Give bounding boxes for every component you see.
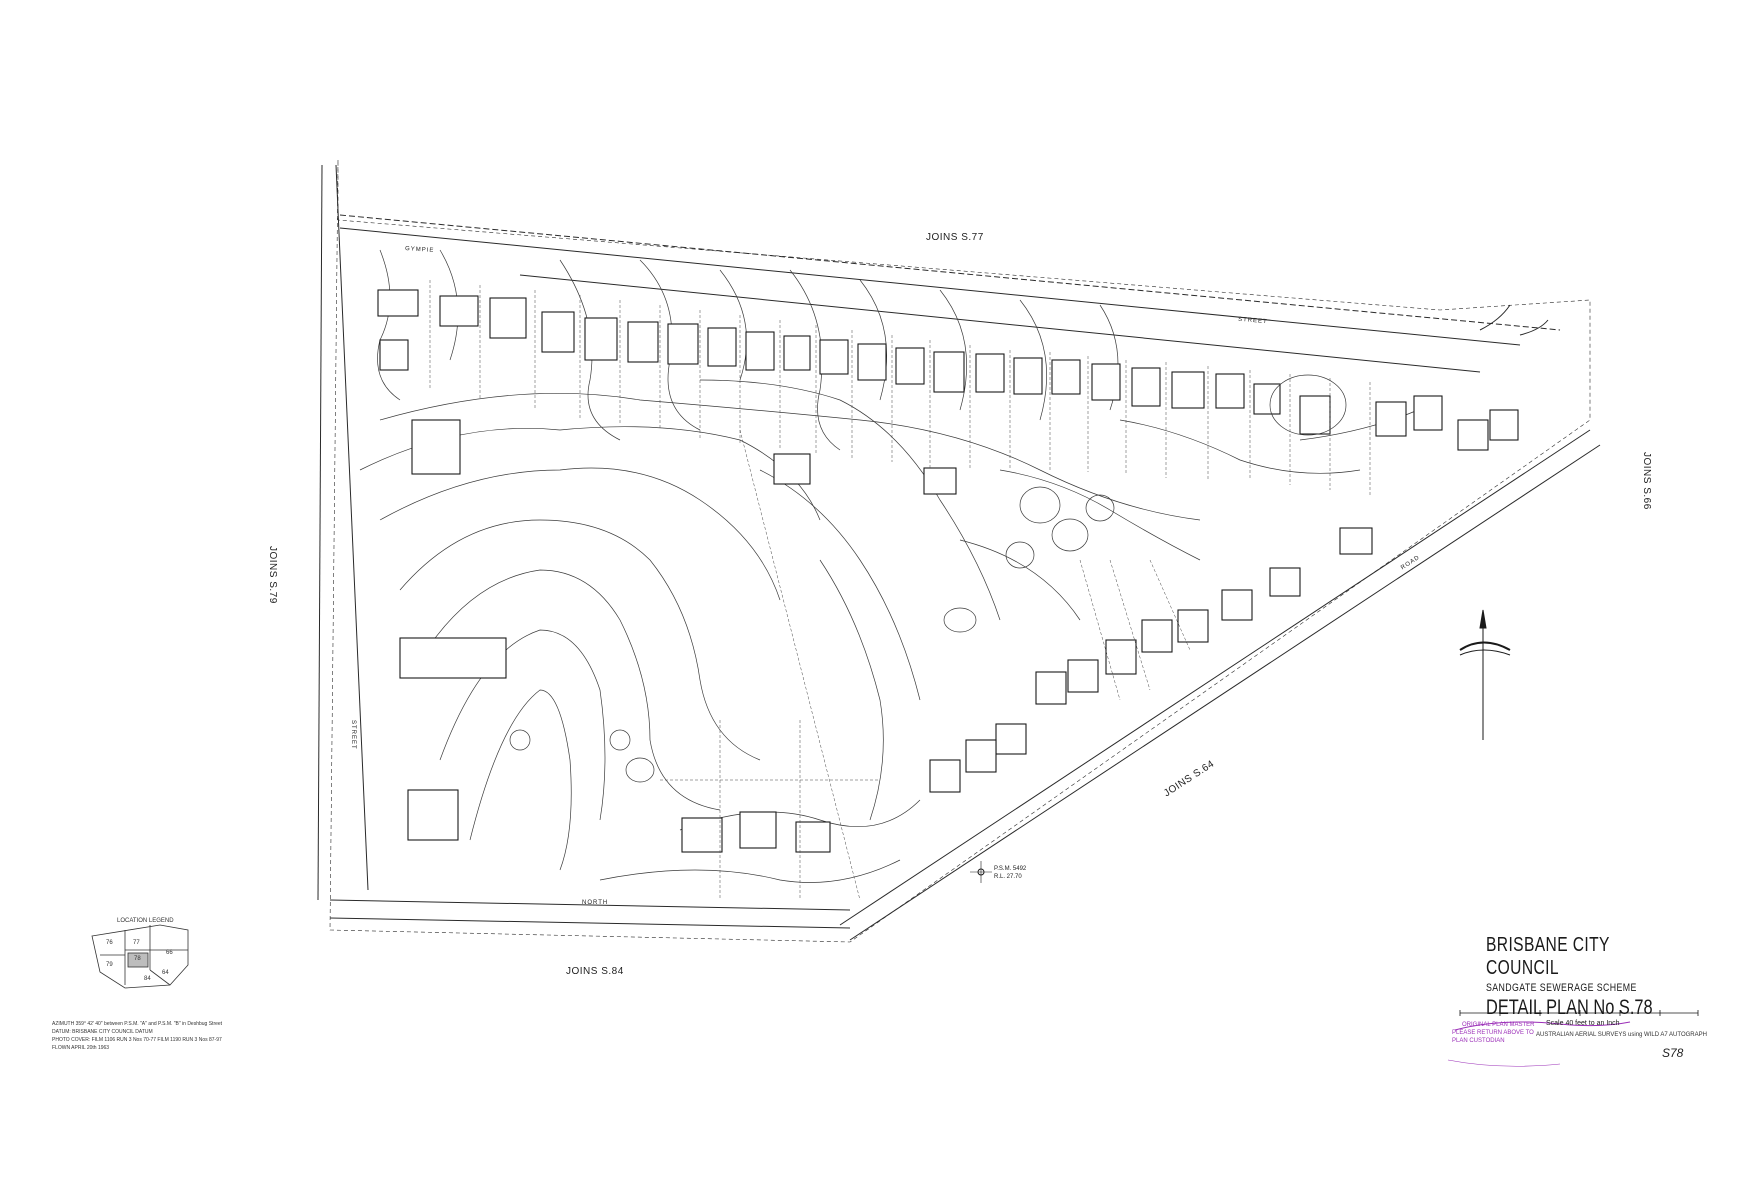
benchmark-id: P.S.M. 5492	[994, 866, 1027, 872]
joins-north-label: JOINS S.77	[926, 232, 984, 243]
note-datum: DATUM: BRISBANE CITY COUNCIL DATUM	[52, 1029, 153, 1035]
joins-south-label: JOINS S.84	[566, 966, 624, 977]
stamp-line-2: PLEASE RETURN ABOVE TO	[1452, 1030, 1534, 1036]
joins-east-label: JOINS S.66	[1641, 452, 1652, 510]
houses-north-row	[377, 289, 1519, 475]
scale-bar	[1459, 1010, 1699, 1016]
scheme-title: SANDGATE SEWERAGE SCHEME	[1486, 982, 1637, 994]
north-arrow-icon	[1459, 609, 1511, 740]
location-legend-map	[91, 924, 189, 989]
site-boundary	[317, 159, 1601, 943]
legend-cell-84: 84	[144, 976, 151, 982]
north-road-label: NORTH	[582, 900, 609, 906]
houses-west-south	[399, 637, 831, 853]
stamp-mark	[1447, 1021, 1631, 1067]
houses-southeast-row	[773, 453, 1373, 793]
note-photo-cover: PHOTO COVER: FILM 1106 RUN 3 Nos 70-77 F…	[52, 1037, 222, 1043]
stamp-line-1: ORIGINAL PLAN MASTER	[1462, 1022, 1535, 1028]
sheet-number: S78	[1662, 1046, 1684, 1060]
survey-credit: AUSTRALIAN AERIAL SURVEYS using WILD A7 …	[1536, 1032, 1707, 1038]
note-flown: FLOWN APRIL 20th 1963	[52, 1045, 110, 1051]
legend-cell-64: 64	[162, 970, 169, 976]
scale-text: Scale 40 feet to an Inch	[1546, 1020, 1620, 1027]
legend-cell-66: 66	[166, 950, 173, 956]
note-azimuth: AZIMUTH 359° 42' 40" between P.S.M. "A" …	[52, 1021, 223, 1027]
legend-cell-78: 78	[134, 956, 141, 962]
stamp-line-3: PLAN CUSTODIAN	[1452, 1038, 1505, 1044]
benchmark-level: R.L. 27.70	[994, 874, 1022, 880]
legend-cell-77: 77	[133, 940, 140, 946]
title-block: BRISBANE CITY COUNCIL SANDGATE SEWERAGE …	[1486, 934, 1716, 1027]
legend-cell-76: 76	[106, 940, 113, 946]
benchmark-label: P.S.M. 5492 R.L. 27.70	[994, 865, 1026, 881]
benchmark-marker	[970, 861, 992, 883]
survey-notes: AZIMUTH 359° 42' 40" between P.S.M. "A" …	[52, 1020, 222, 1052]
plan-title: DETAIL PLAN No S.78	[1486, 996, 1653, 1019]
vegetation	[509, 374, 1347, 783]
legend-cell-79: 79	[106, 962, 113, 968]
location-legend-title: LOCATION LEGEND	[117, 918, 174, 924]
joins-west-label: JOINS S.79	[267, 546, 278, 604]
lot-lines	[429, 280, 1371, 901]
contour-lines	[359, 379, 1441, 883]
west-street-label: STREET	[350, 720, 356, 750]
council-title: BRISBANE CITY COUNCIL	[1486, 934, 1610, 979]
